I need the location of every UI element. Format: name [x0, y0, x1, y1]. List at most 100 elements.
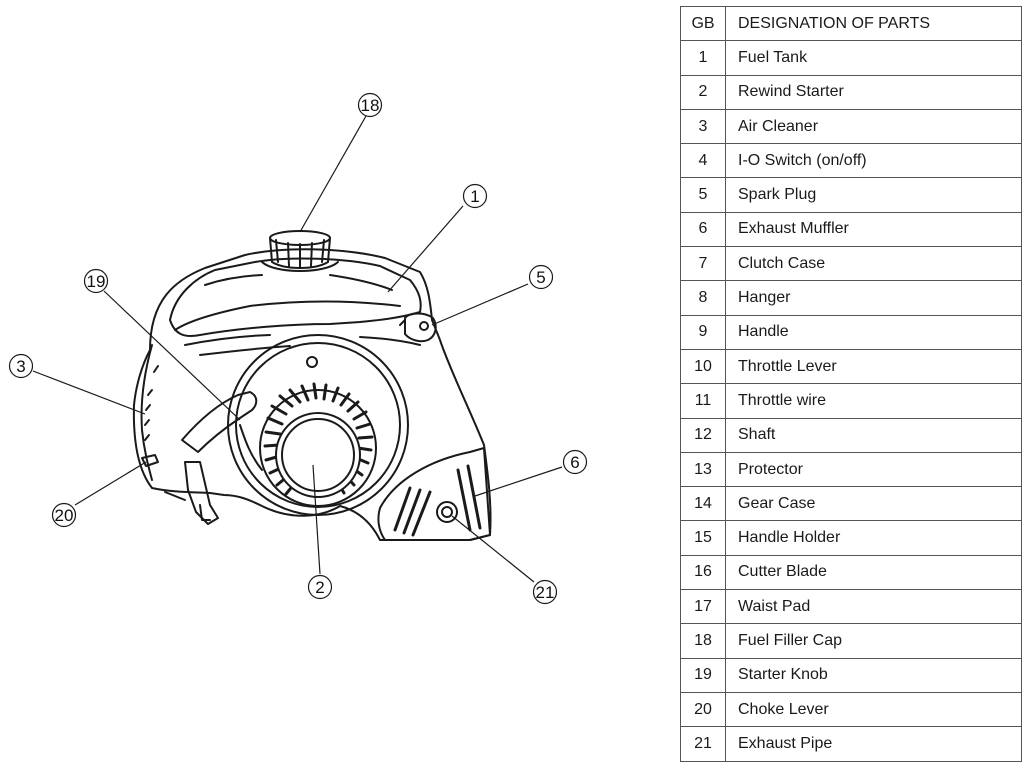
callout-21: 21 — [532, 579, 558, 605]
part-name: Protector — [725, 451, 1022, 488]
part-number: 17 — [680, 589, 726, 625]
callout-2: 2 — [307, 574, 333, 600]
fuel-tank-shell — [169, 257, 422, 338]
part-number: 19 — [680, 657, 726, 693]
exhaust-pipe-shape — [436, 501, 458, 523]
part-number: 3 — [680, 108, 726, 145]
leader-line-18 — [299, 115, 367, 233]
callout-18-label: 18 — [361, 96, 380, 115]
leader-line-21 — [451, 515, 535, 583]
callout-20-label: 20 — [55, 506, 74, 525]
part-name: Fuel Filler Cap — [725, 623, 1022, 659]
part-number: 21 — [680, 726, 726, 762]
part-number: 4 — [680, 143, 726, 179]
part-name: Starter Knob — [725, 657, 1022, 693]
table-header-row: GB DESIGNATION OF PARTS — [680, 5, 1022, 42]
callout-1-label: 1 — [470, 187, 479, 206]
callout-19-label: 19 — [87, 272, 106, 291]
part-name: Choke Lever — [725, 691, 1022, 728]
part-name: Hanger — [725, 280, 1022, 316]
leader-line-20 — [74, 461, 147, 506]
starter-knob-shape — [181, 391, 258, 453]
part-name: Exhaust Pipe — [725, 726, 1022, 762]
part-name: I-O Switch (on/off) — [725, 143, 1022, 179]
part-number: 14 — [680, 486, 726, 522]
leader-lines — [32, 115, 563, 583]
part-name: Throttle Lever — [725, 348, 1022, 385]
part-number: 8 — [680, 280, 726, 316]
leader-line-1 — [387, 205, 464, 293]
column-header-designation: DESIGNATION OF PARTS — [725, 5, 1022, 42]
part-name: Waist Pad — [725, 589, 1022, 625]
callout-1: 1 — [462, 183, 488, 209]
callout-2-label: 2 — [315, 578, 324, 597]
part-number: 20 — [680, 691, 726, 728]
recoil-hub — [275, 412, 361, 498]
leader-line-19 — [103, 290, 241, 421]
part-name: Gear Case — [725, 486, 1022, 522]
spark-plug-shape — [399, 312, 437, 343]
part-number: 12 — [680, 417, 726, 453]
part-name: Rewind Starter — [725, 74, 1022, 110]
muffler-shape — [377, 447, 491, 541]
recoil-fins-outer — [259, 389, 377, 507]
part-name: Fuel Tank — [725, 40, 1022, 76]
leader-line-6 — [474, 466, 563, 497]
part-number: 1 — [680, 40, 726, 76]
callout-6-label: 6 — [570, 453, 579, 472]
callout-6: 6 — [562, 449, 588, 475]
starter-cover — [227, 334, 409, 516]
leader-line-3 — [32, 370, 146, 415]
callout-20: 20 — [51, 502, 77, 528]
callout-5: 5 — [528, 264, 554, 290]
part-number: 16 — [680, 554, 726, 591]
part-number: 2 — [680, 74, 726, 110]
callout-3-label: 3 — [16, 357, 25, 376]
leader-line-5 — [431, 283, 529, 326]
part-number: 7 — [680, 246, 726, 282]
part-name: Handle — [725, 314, 1022, 350]
part-name: Handle Holder — [725, 520, 1022, 556]
callout-18: 18 — [357, 92, 383, 118]
fuel-filler-cap-shape — [261, 230, 339, 272]
part-name: Throttle wire — [725, 383, 1022, 419]
part-name: Air Cleaner — [725, 108, 1022, 145]
callout-21-label: 21 — [536, 583, 555, 602]
engine-illustration: 18 1 5 19 3 20 — [8, 92, 588, 605]
part-name: Spark Plug — [725, 177, 1022, 213]
choke-lever-shape — [141, 454, 159, 467]
part-number: 15 — [680, 520, 726, 556]
part-name: Cutter Blade — [725, 554, 1022, 591]
callout-5-label: 5 — [536, 268, 545, 287]
part-name: Shaft — [725, 417, 1022, 453]
part-number: 18 — [680, 623, 726, 659]
callout-19: 19 — [83, 268, 109, 294]
part-name: Clutch Case — [725, 246, 1022, 282]
part-number: 5 — [680, 177, 726, 213]
part-number: 6 — [680, 211, 726, 248]
part-number: 13 — [680, 451, 726, 488]
callout-group: 18 1 5 19 3 20 — [8, 92, 588, 605]
engine-diagram: 18 1 5 19 3 20 — [8, 92, 588, 605]
part-number: 11 — [680, 383, 726, 419]
part-number: 9 — [680, 314, 726, 350]
